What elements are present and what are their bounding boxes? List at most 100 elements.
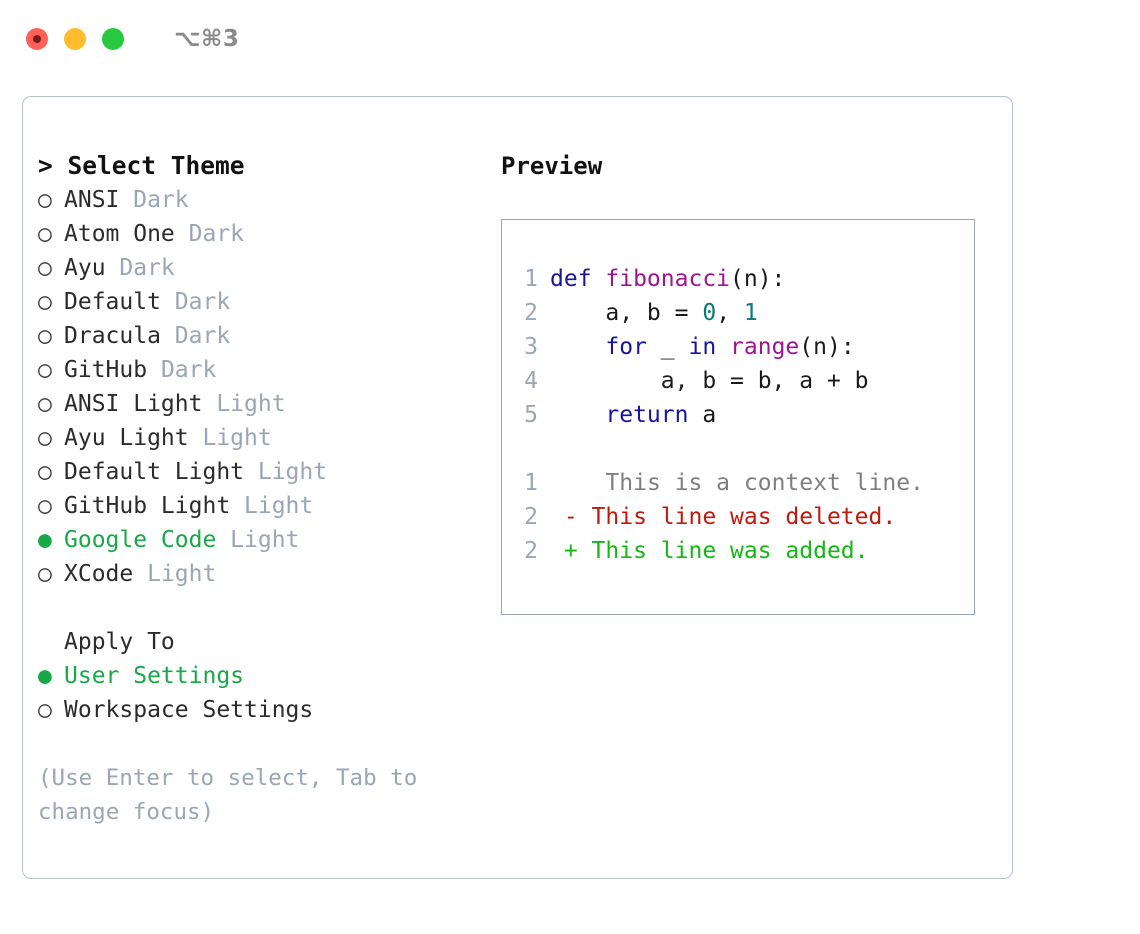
diff-marker: +: [550, 538, 578, 564]
code-token: in: [688, 334, 717, 360]
theme-option-label: ANSI Light: [64, 391, 203, 417]
radio-unselected-icon: ○: [38, 561, 52, 587]
diff-text: This is a context line.: [577, 470, 924, 496]
apply-to-list[interactable]: ● User Settings ○Workspace Settings: [38, 659, 488, 727]
code-token: (n):: [799, 334, 855, 360]
code-token: _: [646, 334, 689, 360]
diff-text: This line was deleted.: [577, 504, 897, 530]
hint-text: (Use Enter to select, Tab to change focu…: [38, 765, 431, 825]
window-controls: [26, 28, 124, 50]
apply-to-option-label: Workspace Settings: [64, 697, 314, 723]
radio-unselected-icon: ○: [38, 255, 52, 281]
radio-unselected-icon: ○: [38, 425, 52, 451]
minimize-button[interactable]: [64, 28, 86, 50]
theme-option-label: GitHub Light: [64, 493, 231, 519]
code-token: [550, 402, 605, 428]
theme-option-github-light[interactable]: ○ GitHub Light Light: [38, 489, 488, 523]
theme-variant-tag: Dark: [119, 187, 189, 213]
code-line: 4 a, b = b, a + b: [514, 364, 974, 398]
theme-option-default-light[interactable]: ○Default Light Light: [38, 455, 488, 489]
code-token: def: [550, 266, 606, 292]
code-token: for: [605, 334, 647, 360]
line-number: 1: [524, 266, 538, 292]
diff-marker: [550, 470, 578, 496]
code-line: 2 a, b = 0, 1: [514, 296, 974, 330]
zoom-button[interactable]: [102, 28, 124, 50]
theme-variant-tag: Dark: [147, 357, 217, 383]
theme-option-ansi-light[interactable]: ○ANSI Light Light: [38, 387, 488, 421]
theme-option-github[interactable]: ○GitHub Dark: [38, 353, 488, 387]
content-frame: > Select Theme ○ANSI Dark○Atom One Dark○…: [22, 96, 1013, 879]
theme-option-label: GitHub: [64, 357, 148, 383]
theme-option-label: ANSI: [64, 187, 120, 213]
theme-option-ayu[interactable]: ○Ayu Dark: [38, 251, 488, 285]
theme-selector-panel: > Select Theme ○ANSI Dark○Atom One Dark○…: [38, 149, 488, 829]
code-token: 1: [743, 300, 758, 326]
code-line: 3 for _ in range(n):: [514, 330, 974, 364]
radio-unselected-icon: ○: [38, 493, 52, 519]
theme-list[interactable]: ○ANSI Dark○Atom One Dark○Ayu Dark○Defaul…: [38, 183, 488, 591]
theme-option-ayu-light[interactable]: ○ Ayu Light Light: [38, 421, 488, 455]
line-number: 3: [524, 334, 538, 360]
diff-line: 2 + This line was added.: [514, 534, 974, 568]
theme-variant-tag: Light: [230, 493, 314, 519]
theme-variant-tag: Light: [244, 459, 328, 485]
theme-variant-tag: Dark: [174, 221, 245, 247]
select-theme-heading: > Select Theme: [38, 151, 245, 180]
code-token: 0: [702, 300, 717, 326]
code-token: return: [605, 402, 689, 428]
theme-option-label: Ayu Light: [64, 425, 189, 451]
theme-option-atom-one[interactable]: ○ Atom One Dark: [38, 217, 488, 251]
title-bar: ⌥⌘3: [0, 0, 1140, 78]
code-token: a, b = b, a + b: [550, 368, 869, 394]
code-token: a, b =: [550, 300, 703, 326]
theme-option-ansi[interactable]: ○ ANSI Dark: [38, 183, 488, 217]
apply-to-option-user-settings[interactable]: ● User Settings: [38, 659, 488, 693]
keyboard-shortcut-label: ⌥⌘3: [174, 26, 240, 52]
theme-option-label: Dracula: [64, 323, 161, 349]
code-line: 5 return a: [514, 398, 974, 432]
theme-variant-tag: Dark: [105, 255, 175, 281]
line-number: 2: [524, 300, 538, 326]
theme-option-dracula[interactable]: ○ Dracula Dark: [38, 319, 488, 353]
radio-unselected-icon: ○: [38, 187, 52, 213]
theme-option-label: Default: [64, 289, 161, 315]
theme-option-label: Atom One: [64, 221, 175, 247]
theme-variant-tag: Light: [133, 561, 217, 587]
code-token: range: [730, 334, 800, 360]
apply-to-option-workspace-settings[interactable]: ○Workspace Settings: [38, 693, 488, 727]
theme-variant-tag: Light: [202, 391, 286, 417]
radio-unselected-icon: ○: [38, 323, 52, 349]
code-line: 1 def fibonacci(n):: [514, 262, 974, 296]
theme-option-label: Google Code: [64, 527, 217, 553]
theme-option-xcode[interactable]: ○ XCode Light: [38, 557, 488, 591]
line-number: 2: [524, 538, 538, 564]
line-number: 4: [524, 368, 538, 394]
code-token: (n):: [730, 266, 786, 292]
theme-variant-tag: Dark: [160, 323, 231, 349]
diff-line: 2 - This line was deleted.: [514, 500, 974, 534]
line-number: 1: [524, 470, 538, 496]
apply-to-option-label: User Settings: [64, 663, 245, 689]
theme-option-default[interactable]: ○Default Dark: [38, 285, 488, 319]
theme-variant-tag: Light: [216, 527, 300, 553]
diff-text: This line was added.: [577, 538, 869, 564]
theme-variant-tag: Light: [188, 425, 272, 451]
line-number: 2: [524, 504, 538, 530]
line-number: 5: [524, 402, 538, 428]
radio-unselected-icon: ○: [38, 221, 52, 247]
code-token: a: [688, 402, 717, 428]
theme-variant-tag: Dark: [160, 289, 231, 315]
theme-option-label: XCode: [64, 561, 134, 587]
diff-sample: 1 This is a context line. 2 - This line w…: [514, 466, 974, 568]
code-token: fibonacci: [605, 266, 731, 292]
close-button[interactable]: [26, 28, 48, 50]
theme-option-label: Default Light: [64, 459, 245, 485]
theme-option-google-code[interactable]: ●Google Code Light: [38, 523, 488, 557]
radio-selected-icon: ●: [38, 663, 52, 689]
apply-to-heading: Apply To: [64, 629, 175, 655]
